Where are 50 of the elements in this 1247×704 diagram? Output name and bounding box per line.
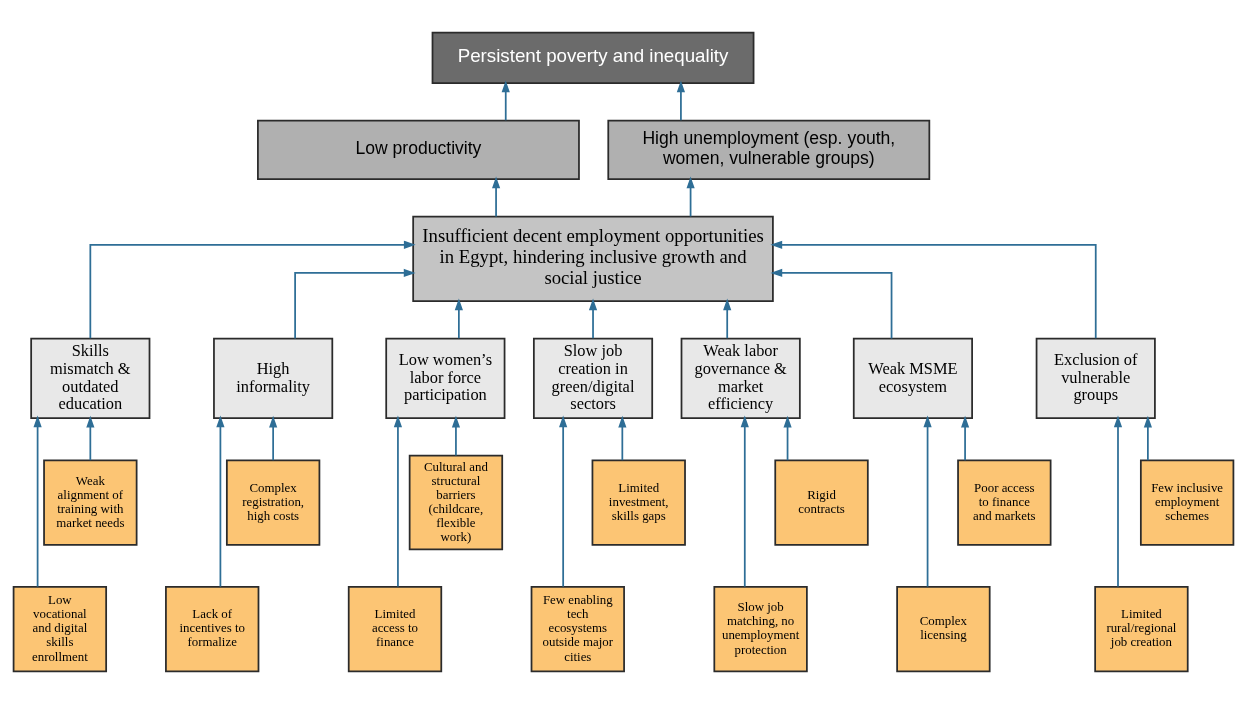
arrow [1113,415,1123,588]
node-box: Insufficient decent employment opportunities in Egypt, hindering inclusive growth and social justice [412,215,774,302]
arrow [269,415,278,462]
arrow [686,176,695,218]
arrow [559,415,568,588]
arrow [86,415,95,462]
arrow [618,415,627,462]
node-box: High informality [213,337,334,420]
node-box: Limited investment, skills gaps [591,459,686,546]
node-box: Weak alignment of training with market needs [43,459,138,546]
node-box: Few inclusive employment schemes [1139,459,1235,546]
arrow [588,298,598,340]
arrow [740,415,749,588]
node-box: Weak MSME ecosystem [852,337,973,420]
arrow [501,80,510,122]
node-box: Few enabling tech ecosystems outside major cities [530,586,625,673]
arrow [294,268,416,340]
arrow [491,176,501,218]
arrow [89,240,416,340]
node-box: Low vocational and digital skills enrollment [12,586,108,673]
node-box: Slow job matching, no unemployment protection [713,586,808,673]
arrow [451,415,461,457]
arrow [454,298,463,340]
arrow [676,80,686,122]
node-box: Skills mismatch & outdated education [30,337,151,420]
node-box: High unemployment (esp. youth, women, vulnerable groups) [607,119,931,181]
arrow [33,415,42,588]
arrow [393,415,403,588]
arrow [960,415,970,462]
node-box: Slow job creation in green/digital sectors [533,337,654,420]
node-box: Exclusion of vulnerable groups [1035,337,1156,420]
arrow [723,298,732,340]
node-box: Cultural and structural barriers (childcare, flexible work) [408,454,504,551]
node-box: Complex licensing [896,586,991,673]
arrow [923,415,932,588]
arrow [216,415,225,588]
node-box: Limited rural/regional job creation [1094,586,1189,673]
node-box: Persistent poverty and inequality [431,31,755,84]
arrow [1143,415,1152,462]
node-box: Lack of incentives to formalize [165,586,260,673]
node-box: Limited access to finance [347,586,443,673]
node-box: Rigid contracts [774,459,869,546]
arrow [770,240,1097,340]
node-box: Weak labor governance & market efficiency [680,337,801,420]
arrow [783,415,792,462]
node-box: Low productivity [257,119,580,181]
node-box: Low women’s labor force participation [385,337,506,420]
node-box: Poor access to finance and markets [957,459,1052,546]
arrow [770,268,893,340]
node-box: Complex registration, high costs [225,459,321,546]
